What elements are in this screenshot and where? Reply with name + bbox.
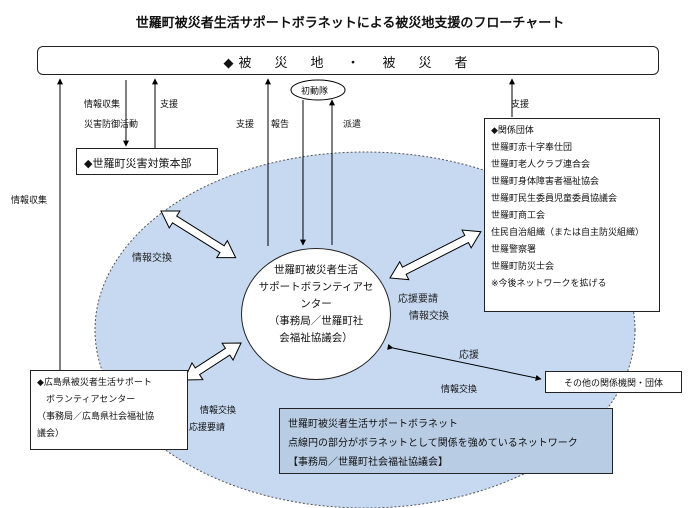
network-line: 【事務局／世羅町社会福祉協議会】 xyxy=(288,457,448,468)
hiroshima-line: （事務局／広島県社会福祉協 xyxy=(37,412,155,422)
label-dispatch: 派遣 xyxy=(343,120,362,130)
label-info-collect-left: 情報収集 xyxy=(11,196,48,206)
org-item: ◆関係団体 xyxy=(491,126,534,136)
label-disaster-prevention: 災害防御活動 xyxy=(84,120,139,130)
related-orgs-box: ◆関係団体 世羅町赤十字奉仕団 世羅町老人クラブ連合会 世羅町身体障害者福祉協会… xyxy=(484,118,660,312)
org-item: 世羅町防災士会 xyxy=(491,262,555,272)
label-info-collect: 情報収集 xyxy=(84,100,121,110)
victims-box: ◆被 災 地 ・ 被 災 者 xyxy=(37,46,659,75)
center-line: 会福祉協議会） xyxy=(279,332,353,344)
network-line: 世羅町被災者生活サポートボラネット xyxy=(288,419,458,430)
org-item: 世羅町老人クラブ連合会 xyxy=(491,160,591,170)
center-line: ンター xyxy=(300,298,332,310)
arrow-center-other xyxy=(387,343,542,381)
network-line: 点線円の部分がボラネットとして関係を強めているネットワーク xyxy=(288,438,578,449)
center-line: 世羅町被災者生活 xyxy=(274,264,358,276)
label-report: 報告 xyxy=(271,120,290,130)
first-responders-ellipse xyxy=(290,79,346,101)
page-title: 世羅町被災者生活サポートボラネットによる被災地支援のフローチャート xyxy=(135,16,565,31)
hiroshima-line: 議会） xyxy=(37,429,65,439)
label-support-orgs: 支援 xyxy=(511,100,530,110)
org-item: 世羅町民生委員児童委員協議会 xyxy=(491,194,618,204)
center-line: （事務局／世羅町社 xyxy=(268,315,364,327)
label-info-exchange-other: 情報交換 xyxy=(441,385,478,395)
label-support-request-hiroshima: 応援要請 xyxy=(189,423,226,433)
hiroshima-line: ボランティアセンター xyxy=(37,395,136,405)
org-item: 住民自治組織（または自主防災組織） xyxy=(491,228,645,238)
label-info-exchange-hiroshima: 情報交換 xyxy=(200,406,237,416)
network-legend-box: 世羅町被災者生活サポートボラネット 点線円の部分がボラネットとして関係を強めてい… xyxy=(279,408,613,474)
hiroshima-center-box: ◆広島県被災者生活サポート ボランティアセンター （事務局／広島県社会福祉協 議… xyxy=(30,370,188,450)
org-item: 世羅町身体障害者福祉協会 xyxy=(491,177,600,187)
org-item: 世羅町赤十字奉仕団 xyxy=(491,143,573,153)
label-assist-other: 応援 xyxy=(459,350,479,361)
label-info-exchange-hq: 情報交換 xyxy=(132,253,172,264)
org-item: 世羅警察署 xyxy=(491,245,537,255)
first-responders-label: 初動隊 xyxy=(301,87,329,97)
center-line: サポートボランティアセ xyxy=(258,281,374,293)
label-info-exchange-orgs: 情報交換 xyxy=(409,311,449,322)
label-support-center: 支援 xyxy=(236,120,255,130)
org-item: 世羅町商工会 xyxy=(491,211,546,221)
org-item: ※今後ネットワークを拡げる xyxy=(491,279,607,289)
volunteer-center-circle: 世羅町被災者生活 サポートボランティアセ ンター （事務局／世羅町社 会福祉協議… xyxy=(241,248,391,380)
block-arrow-hq-center xyxy=(160,210,237,259)
block-arrow-center-orgs xyxy=(389,229,482,281)
victims-label: ◆被 災 地 ・ 被 災 者 xyxy=(223,56,473,71)
other-orgs-box: その他の関係機関・団体 xyxy=(545,371,682,393)
hiroshima-line: ◆広島県被災者生活サポート xyxy=(37,378,152,388)
disaster-hq-box: ◆世羅町災害対策本部 xyxy=(76,148,218,175)
label-support-hq: 支援 xyxy=(160,100,179,110)
block-arrow-center-hiroshima xyxy=(183,342,242,381)
label-support-request-orgs: 応援要請 xyxy=(398,294,438,305)
